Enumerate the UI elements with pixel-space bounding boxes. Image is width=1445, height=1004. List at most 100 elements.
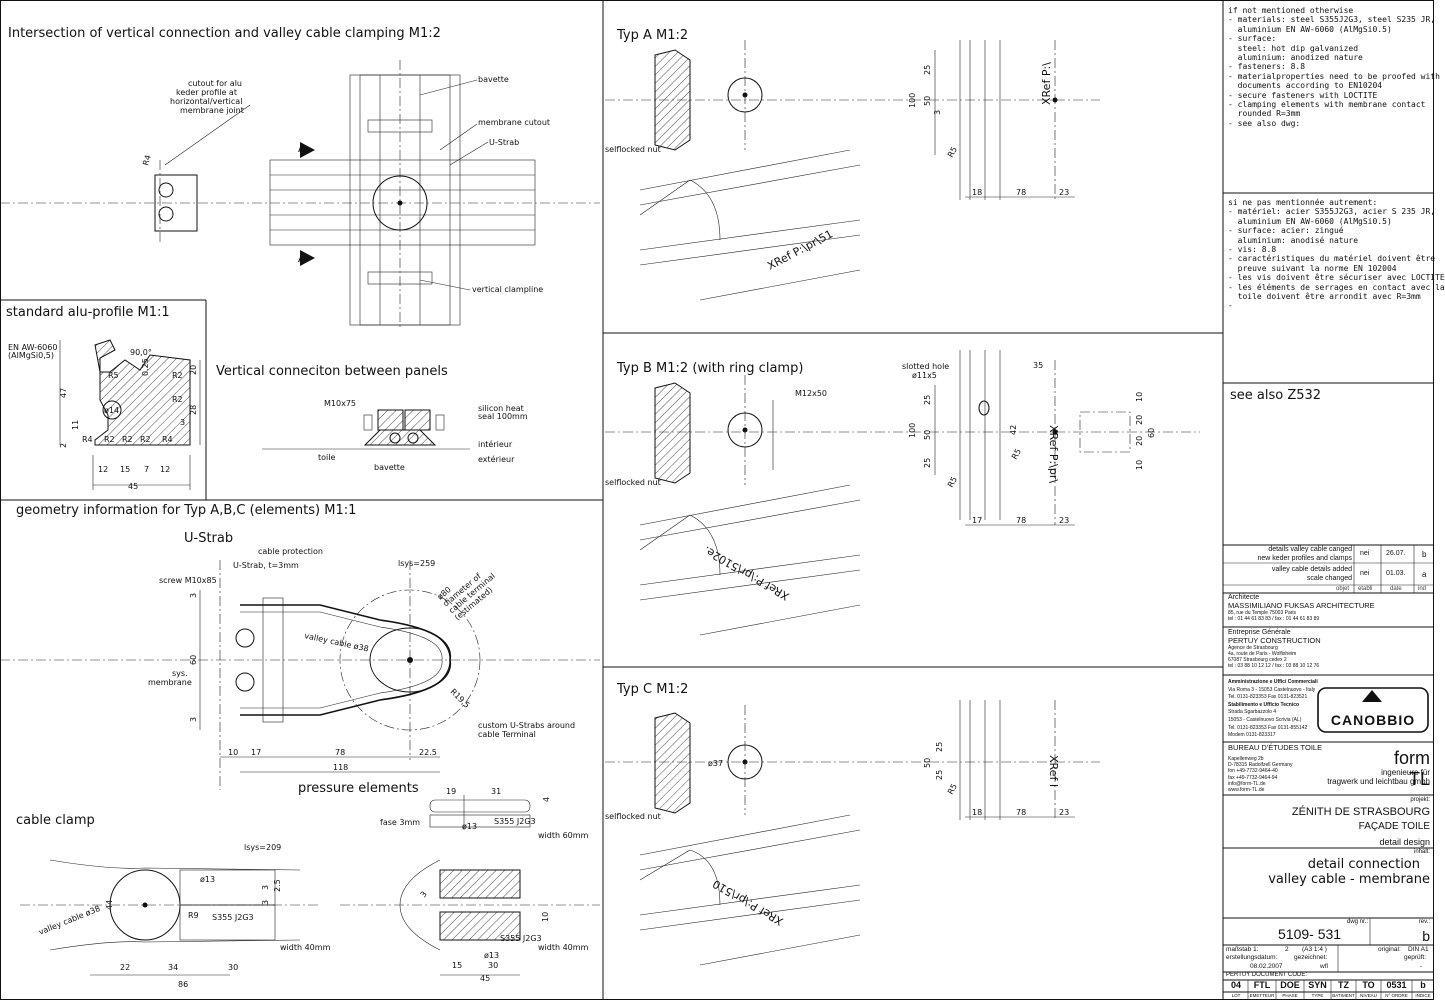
label-width60: width 60mm	[538, 831, 589, 840]
code-lot: 04	[1230, 980, 1241, 990]
dim-alu-13: R2	[122, 435, 133, 444]
typ-a-drawing	[605, 40, 1100, 301]
label-membrane-cutout: membrane cutout	[478, 118, 550, 127]
canobbio-address: Amministrazione e Uffici Commerciali Via…	[1228, 679, 1318, 739]
projekt-name: ZÉNITH DE STRASBOURG	[1291, 806, 1430, 818]
label-fase: fase 3mm	[380, 818, 420, 827]
canobbio-logo-text: CANOBBIO	[1330, 712, 1416, 728]
dim-a-2: 100	[908, 93, 917, 108]
label-s355-3: S355 J2G3	[500, 934, 542, 943]
original-value: DIN A1	[1408, 946, 1429, 953]
code-niveau: TO	[1362, 980, 1375, 990]
label-m12x50: M12x50	[795, 389, 827, 398]
label-sys-membrane: sys. membrane	[148, 669, 192, 687]
code-batiment: TZ	[1338, 980, 1349, 990]
projekt-sub: FAÇADE TOILE	[1358, 821, 1430, 832]
dim-pr-9: 45	[480, 974, 490, 983]
title-vertical-panels: Vertical conneciton between panels	[216, 364, 448, 379]
dim-geo-5: 17	[251, 748, 261, 757]
section-a-label-2: A	[298, 252, 306, 265]
inhalt-line-1: detail connection	[1307, 857, 1420, 872]
notes-french: si ne pas mentionnée autrement: - matéri…	[1228, 198, 1445, 311]
dim-cl-6: R9	[188, 911, 199, 920]
dim-pr-1: 19	[446, 787, 456, 796]
dim-a-4: 3	[933, 110, 942, 115]
rev-head-date: date	[1390, 586, 1402, 592]
title-intersection: Intersection of vertical connection and …	[8, 26, 441, 41]
dim-b-6: 42	[1009, 425, 1018, 435]
xref-a-1: XRef P:\	[1040, 62, 1053, 105]
pressure-elements-drawing	[429, 795, 531, 830]
gez-value: wfl	[1320, 963, 1328, 970]
revision-b-ind: b	[1422, 550, 1427, 559]
gepr-value: -	[1420, 963, 1423, 970]
dwg-label: dwg nr.:	[1346, 919, 1368, 925]
revision-a-by: nei	[1360, 570, 1370, 577]
notes-english: if not mentioned otherwise - materials: …	[1228, 6, 1440, 128]
gepr-label: geprüft:	[1404, 954, 1427, 961]
dim-cl-9: 30	[228, 963, 238, 972]
label-cable-protection: cable protection	[258, 547, 323, 556]
label-silicon: silicon heat seal 100mm	[478, 404, 528, 421]
dim-alu-18: 15	[120, 465, 130, 474]
projekt-phase: detail design	[1379, 837, 1430, 847]
title-typ-c: Typ C M1:2	[616, 682, 688, 697]
label-exterieur: extérieur	[478, 454, 515, 464]
rev-value: b	[1422, 928, 1430, 944]
label-m10x75: M10x75	[324, 399, 356, 408]
dim-cl-10: 86	[178, 980, 188, 989]
dim-geo-7: 22.5	[419, 748, 437, 757]
dim-alu-11: R4	[82, 435, 93, 444]
dim-cl-1: ø13	[200, 875, 215, 884]
dim-geo-4: 10	[228, 748, 238, 757]
xref-b-2: XRef P:\pr\5102e.	[702, 543, 792, 602]
dim-c-6: 78	[1016, 808, 1026, 817]
dim-geo-6: 78	[335, 748, 345, 757]
dim-b-15: 10	[1135, 460, 1144, 470]
dim-geo-8: 118	[333, 763, 348, 772]
xref-a-2: XRef P:\pr\51	[765, 227, 835, 272]
label-diam80: ø80 diameter of cable terminal (estimate…	[436, 556, 505, 622]
label-cutout: cutout for alu keder profile at horizont…	[170, 79, 245, 115]
label-valley-cable-2: valley cable ø38	[37, 904, 101, 937]
xref-c-2: XRef P:\pr\510	[710, 877, 785, 928]
dim-b-2: 25	[923, 395, 932, 405]
code-headers: LOT EMETTEUR PHASE TYPE BATIMENT NIVEAU …	[1231, 993, 1431, 998]
dim-pr-r3: 3	[419, 890, 429, 900]
architect-block: Architecte MASSIMILIANO FUKSAS ARCHITECT…	[1228, 594, 1375, 622]
dim-b-14: 20	[1135, 436, 1144, 446]
bureau-head: BUREAU D'ÉTUDES TOILE	[1228, 743, 1323, 752]
dim-c-4: R5	[946, 782, 959, 796]
title-block	[1223, 544, 1434, 1000]
clamp-dims: ø13 3 2.5 3 44 R9 22 34 30 86 3 10 ø13 1…	[105, 875, 550, 989]
dim-pr-6: ø13	[484, 951, 499, 960]
label-custom-ustrabs: custom U-Strabs around cable Terminal	[478, 721, 578, 739]
dim-alu-20: 12	[160, 465, 170, 474]
dim-alu-21: 45	[128, 482, 138, 491]
typ-b-drawing	[605, 350, 1200, 636]
title-u-strab: U-Strab	[184, 531, 233, 546]
label-selflocked-c: selflocked nut	[605, 812, 661, 821]
section-a-label-1: A	[298, 142, 306, 155]
dim-cl-8: 34	[168, 963, 178, 972]
label-vertical-clampline: vertical clampline	[472, 285, 543, 294]
xref-c-1: XRef I	[1047, 755, 1060, 787]
erst-value: 08.02.2007	[1250, 963, 1283, 970]
label-en-aw: EN AW-6060 (AlMgSi0,5)	[8, 343, 60, 360]
dim-alu-19: 7	[144, 465, 149, 474]
revision-a-date: 01.03.	[1386, 570, 1406, 577]
dim-alu-angle: 90,0°	[130, 348, 152, 357]
dim-cl-3: 2.5	[273, 879, 282, 892]
dim-geo-1: 3	[189, 593, 198, 598]
title-alu-profile: standard alu-profile M1:1	[6, 305, 170, 320]
dim-c-2: 25	[935, 742, 944, 752]
intersection-drawing: A A R4	[0, 60, 600, 330]
dim-b-7: R5	[1010, 447, 1023, 461]
dim-b-4: 50	[923, 430, 932, 440]
gez-label: gezeichnet:	[1294, 954, 1328, 961]
